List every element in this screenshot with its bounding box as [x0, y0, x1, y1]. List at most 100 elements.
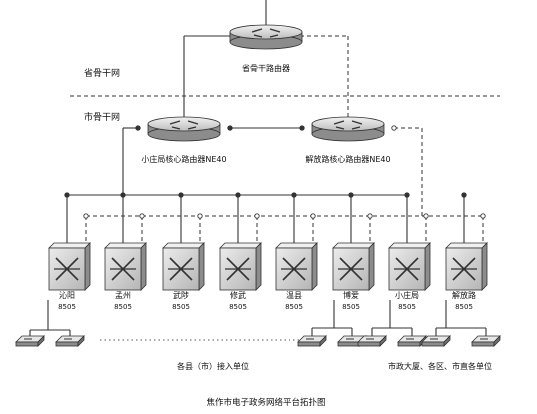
primary-port-dot: [404, 192, 410, 198]
terminal-icon: [421, 335, 451, 347]
primary-port-dot: [235, 192, 241, 198]
switch-top: [388, 242, 431, 249]
terminal-front: [337, 341, 361, 347]
router-arrow: [169, 120, 181, 125]
router-arrow: [351, 126, 361, 130]
router-top: [229, 24, 303, 40]
switch-icon: [275, 242, 318, 291]
primary-port-dot: [135, 125, 141, 131]
terminal-front: [55, 341, 79, 347]
switch-side: [140, 242, 147, 291]
switch-icon: [48, 242, 91, 291]
terminal-front: [15, 341, 39, 347]
backup-port-dot: [197, 213, 203, 219]
primary-port-dot: [120, 192, 126, 198]
router-arrow: [335, 126, 345, 130]
primary-port-dot: [348, 192, 354, 198]
terminal-icon: [297, 335, 327, 347]
terminal-side: [379, 335, 387, 347]
region-label-city: 市骨干网: [84, 111, 120, 123]
switch-icon: [388, 242, 431, 291]
router-arrow: [251, 28, 263, 33]
province-router-label: 省骨干路由器: [242, 63, 290, 73]
router-top: [311, 116, 385, 132]
region-label-province: 省骨干网: [84, 67, 120, 79]
switch-side: [198, 242, 205, 291]
switch-model-label: 8505: [398, 303, 416, 311]
switch-side: [311, 242, 318, 291]
switch-name-label: 孟州: [115, 290, 131, 300]
router-arrow: [171, 126, 181, 130]
switch-icon: [162, 242, 205, 291]
terminal-front: [421, 341, 445, 347]
access-label-city-units: 市政大厦、各区、市直各单位: [388, 361, 492, 371]
diagram-caption: 焦作市电子政务网络平台拓扑图: [206, 397, 325, 408]
switch-name-label: 博爱: [343, 290, 359, 300]
backup-port-dot: [367, 213, 373, 219]
terminal-side: [493, 335, 501, 347]
switch-side: [424, 242, 431, 291]
backup-port-dot: [391, 125, 397, 131]
switch-top: [275, 242, 318, 249]
router-arrow: [187, 120, 199, 125]
backup-port-dot: [310, 213, 316, 219]
switch-side: [84, 242, 91, 291]
terminal-icon: [357, 335, 387, 347]
terminal-side: [319, 335, 327, 347]
primary-port-dot: [291, 192, 297, 198]
primary-port-dot: [299, 125, 305, 131]
router-arrow: [333, 120, 345, 125]
switch-top: [219, 242, 262, 249]
switch-model-label: 8505: [229, 303, 247, 311]
switch-name-label: 修武: [230, 290, 246, 300]
switch-top: [104, 242, 147, 249]
primary-port-dot: [178, 192, 184, 198]
switch-top: [332, 242, 375, 249]
primary-port-dot: [461, 192, 467, 198]
terminal-side: [37, 335, 45, 347]
switch-model-label: 8505: [58, 303, 76, 311]
router-top: [147, 116, 221, 132]
backup-port-dot: [254, 213, 260, 219]
switch-side: [368, 242, 375, 291]
switch-name-label: 沁阳: [59, 290, 75, 300]
switch-icon: [219, 242, 262, 291]
terminal-icon: [397, 335, 427, 347]
switch-top: [48, 242, 91, 249]
backup-port-dot: [480, 213, 486, 219]
access-label-counties: 各县（市）接入单位: [177, 361, 249, 371]
switch-icon: [104, 242, 147, 291]
primary-port-dot: [227, 125, 233, 131]
right-core-router-label: 解放路核心路由器NE40: [305, 154, 390, 164]
connection-lines: [29, 0, 500, 341]
terminal-front: [397, 341, 421, 347]
switch-name-label: 武陟: [173, 290, 189, 300]
switch-side: [255, 242, 262, 291]
router-icon: [229, 24, 303, 50]
router-arrow: [253, 34, 263, 38]
router-arrow: [187, 126, 197, 130]
terminal-icon: [15, 335, 45, 347]
terminal-front: [357, 341, 381, 347]
router-arrow: [269, 28, 281, 33]
switch-model-label: 8505: [114, 303, 132, 311]
terminal-side: [443, 335, 451, 347]
switch-name-label: 小庄局: [395, 290, 419, 300]
switch-top: [445, 242, 488, 249]
router-icon: [147, 116, 221, 142]
left-core-router-label: 小庄局核心路由器NE40: [141, 154, 226, 164]
terminal-front: [471, 341, 495, 347]
switch-name-label: 解放路: [452, 290, 476, 300]
switch-model-label: 8505: [172, 303, 190, 311]
backup-port-dot: [423, 213, 429, 219]
router-arrow: [351, 120, 363, 125]
switch-model-label: 8505: [285, 303, 303, 311]
switch-name-label: 温县: [286, 291, 302, 300]
switch-model-label: 8505: [342, 303, 360, 311]
backup-port-dot: [139, 213, 145, 219]
switch-icon: [332, 242, 375, 291]
switch-model-label: 8505: [455, 303, 473, 311]
switch-icon: [445, 242, 488, 291]
